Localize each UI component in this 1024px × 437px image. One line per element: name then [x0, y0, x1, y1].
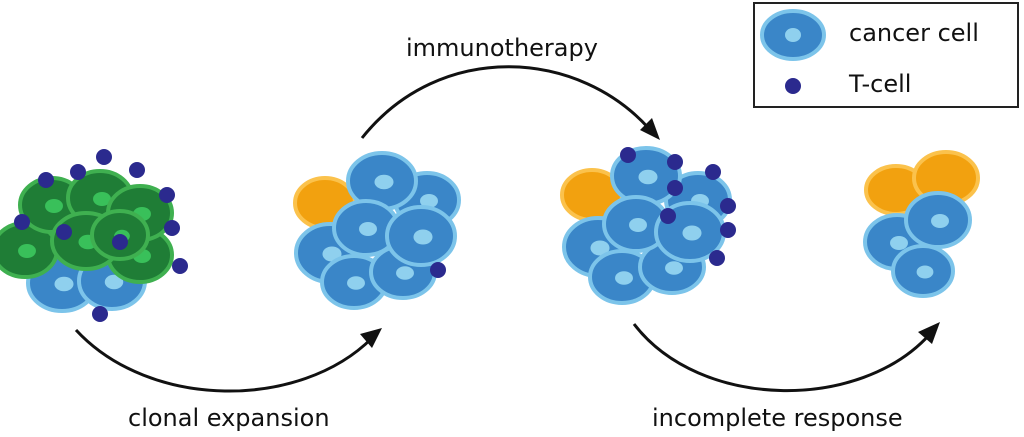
tcell-dot — [620, 147, 636, 163]
tcell-dot — [709, 250, 725, 266]
arrowhead-incomplete-response — [918, 322, 940, 344]
legend: cancer cell T-cell — [753, 2, 1019, 108]
tcell-dot — [172, 258, 188, 274]
tcell-dot — [112, 234, 128, 250]
process-arrows — [74, 65, 940, 393]
label-clonal-expansion: clonal expansion — [128, 404, 330, 432]
tcell-dot — [14, 214, 30, 230]
tcell-swatch — [785, 78, 801, 94]
tcell-dot — [667, 154, 683, 170]
arrow-clonal-expansion — [74, 328, 374, 393]
legend-tcell-label: T-cell — [849, 70, 912, 98]
tcell-dot — [667, 180, 683, 196]
arrowhead-immunotherapy — [640, 118, 660, 140]
legend-swatches — [760, 9, 826, 94]
legend-cancer-cell-label: cancer cell — [849, 19, 979, 47]
arrow-immunotherapy — [360, 65, 654, 139]
tcell-dot — [159, 187, 175, 203]
tcell-dot — [705, 164, 721, 180]
tcell-dot — [720, 198, 736, 214]
cancer-cell-swatch — [760, 9, 826, 61]
cancer-cell — [891, 244, 955, 298]
tcell-dot — [430, 262, 446, 278]
tcell-dot — [96, 149, 112, 165]
tcell-dot — [720, 222, 736, 238]
tcell-dot — [56, 224, 72, 240]
label-incomplete-response: incomplete response — [652, 404, 903, 432]
tcell-dot — [92, 306, 108, 322]
tcell-dot — [70, 164, 86, 180]
cancer-cell — [385, 205, 457, 267]
tumor-clusters — [0, 146, 980, 322]
arrow-incomplete-response — [632, 323, 932, 392]
label-immunotherapy: immunotherapy — [406, 34, 598, 62]
tcell-dot — [660, 208, 676, 224]
cancer-cell — [332, 199, 400, 257]
tcell-dot — [164, 220, 180, 236]
arrowhead-clonal-expansion — [360, 328, 382, 348]
tcell-dot — [129, 162, 145, 178]
cancer-cell — [904, 191, 972, 249]
tcell-dot — [38, 172, 54, 188]
